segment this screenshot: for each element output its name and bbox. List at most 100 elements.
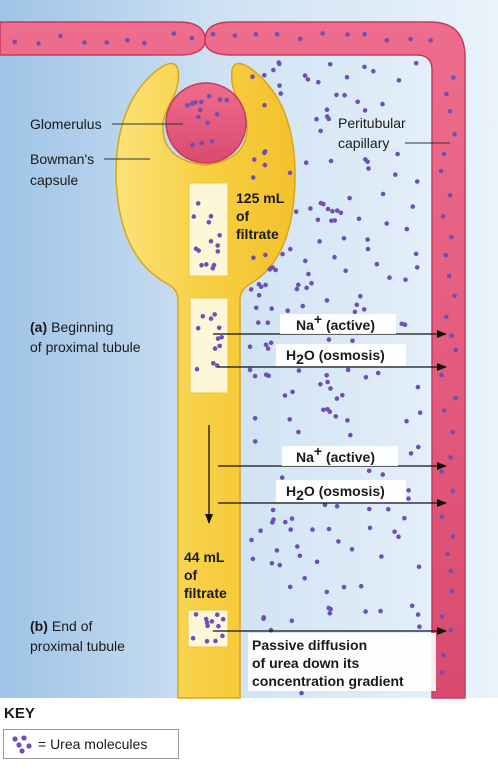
urea-molecule (384, 221, 390, 226)
filtrate-bottom-1: 44 mL (184, 549, 225, 565)
urea-molecule (444, 91, 449, 97)
urea-molecule (274, 32, 280, 37)
urea-molecule (211, 262, 217, 268)
urea-molecule (332, 218, 338, 223)
urea-molecule (444, 314, 449, 320)
urea-molecule (289, 618, 295, 624)
urea-molecule (450, 429, 455, 435)
urea-molecule (362, 64, 367, 70)
urea-molecule (413, 60, 419, 66)
urea-molecule (328, 386, 333, 391)
urea-molecule (413, 251, 419, 257)
urea-molecule (324, 589, 330, 595)
urea-molecule (344, 74, 350, 80)
na-active-label-1: Na+ (active) (296, 311, 375, 333)
urea-molecule (341, 584, 347, 590)
urea-molecule (279, 475, 285, 480)
urea-molecule (308, 206, 313, 211)
urea-molecule (309, 280, 314, 286)
urea-molecule (447, 108, 453, 114)
urea-molecule (406, 496, 411, 501)
urea-molecule (450, 534, 456, 539)
urea-molecule (296, 282, 301, 288)
urea-molecule (262, 162, 268, 168)
urea-molecule (365, 237, 370, 242)
section-b-label-1: (b)End of (30, 618, 92, 634)
urea-molecule (342, 92, 347, 98)
urea-molecule (210, 31, 216, 37)
urea-molecule (414, 265, 420, 270)
urea-molecule (439, 670, 445, 675)
filtrate-box-2 (189, 297, 229, 394)
urea-molecule (387, 275, 392, 280)
urea-molecule (208, 239, 214, 244)
urea-molecule (205, 623, 210, 629)
urea-molecule (261, 616, 266, 622)
urea-molecule (445, 552, 450, 557)
urea-molecule (171, 31, 177, 36)
urea-molecule (324, 107, 330, 112)
urea-molecule (362, 108, 368, 113)
urea-molecule (268, 627, 274, 633)
urea-molecule (348, 432, 353, 438)
urea-molecule (410, 204, 416, 209)
urea-molecule (334, 396, 340, 401)
urea-molecule (316, 79, 321, 85)
filtrate-bottom-3: filtrate (184, 585, 227, 601)
urea-molecule (392, 529, 397, 534)
urea-molecule (330, 208, 335, 214)
urea-molecule (318, 128, 323, 134)
urea-molecule (325, 206, 331, 212)
urea-molecule (386, 507, 391, 512)
urea-molecule (305, 77, 311, 82)
h2o-osmosis-label-1: H2O (osmosis) (286, 347, 385, 367)
passive-diffusion-label-2: of urea down its (252, 655, 360, 671)
urea-molecule (438, 168, 444, 174)
urea-molecule (361, 307, 367, 312)
urea-molecule (428, 38, 433, 43)
urea-molecule (415, 384, 421, 390)
urea-molecule (299, 690, 304, 696)
urea-molecule (204, 262, 209, 267)
urea-molecule (293, 209, 299, 214)
urea-molecule (258, 528, 263, 533)
na-active-label-2: Na+ (active) (296, 443, 375, 465)
urea-molecule (449, 589, 455, 594)
urea-molecule (325, 407, 330, 412)
urea-molecule (367, 506, 372, 512)
urea-molecule (296, 368, 302, 373)
urea-molecule (290, 389, 295, 395)
urea-molecule (194, 366, 200, 372)
urea-molecule (374, 261, 380, 267)
urea-molecule (270, 507, 276, 513)
urea-molecule (271, 67, 276, 73)
urea-molecule (263, 372, 269, 378)
urea-molecule (321, 407, 326, 413)
urea-molecule (340, 392, 345, 398)
urea-molecule (448, 568, 454, 574)
urea-molecule (295, 544, 300, 549)
urea-molecule (195, 201, 201, 206)
urea-molecule (262, 150, 267, 156)
urea-molecule (212, 346, 218, 351)
urea-molecule (371, 68, 376, 74)
urea-molecule (302, 576, 308, 581)
urea-molecule (449, 234, 454, 240)
urea-molecule (82, 40, 87, 45)
urea-molecule (443, 253, 449, 258)
key-item-label: = Urea molecules (38, 736, 148, 752)
urea-molecule (215, 336, 221, 341)
urea-molecule (322, 502, 328, 508)
urea-molecule (408, 36, 413, 42)
urea-molecule (278, 91, 284, 96)
urea-molecules (12, 31, 459, 696)
urea-molecule (324, 373, 330, 378)
urea-molecule (404, 226, 410, 232)
urea-molecule (265, 346, 271, 351)
urea-molecule (282, 393, 288, 398)
urea-molecule (190, 142, 195, 148)
urea-molecule (327, 62, 333, 67)
urea-molecule (328, 158, 334, 164)
urea-molecule (199, 140, 205, 146)
urea-molecule (215, 612, 220, 617)
